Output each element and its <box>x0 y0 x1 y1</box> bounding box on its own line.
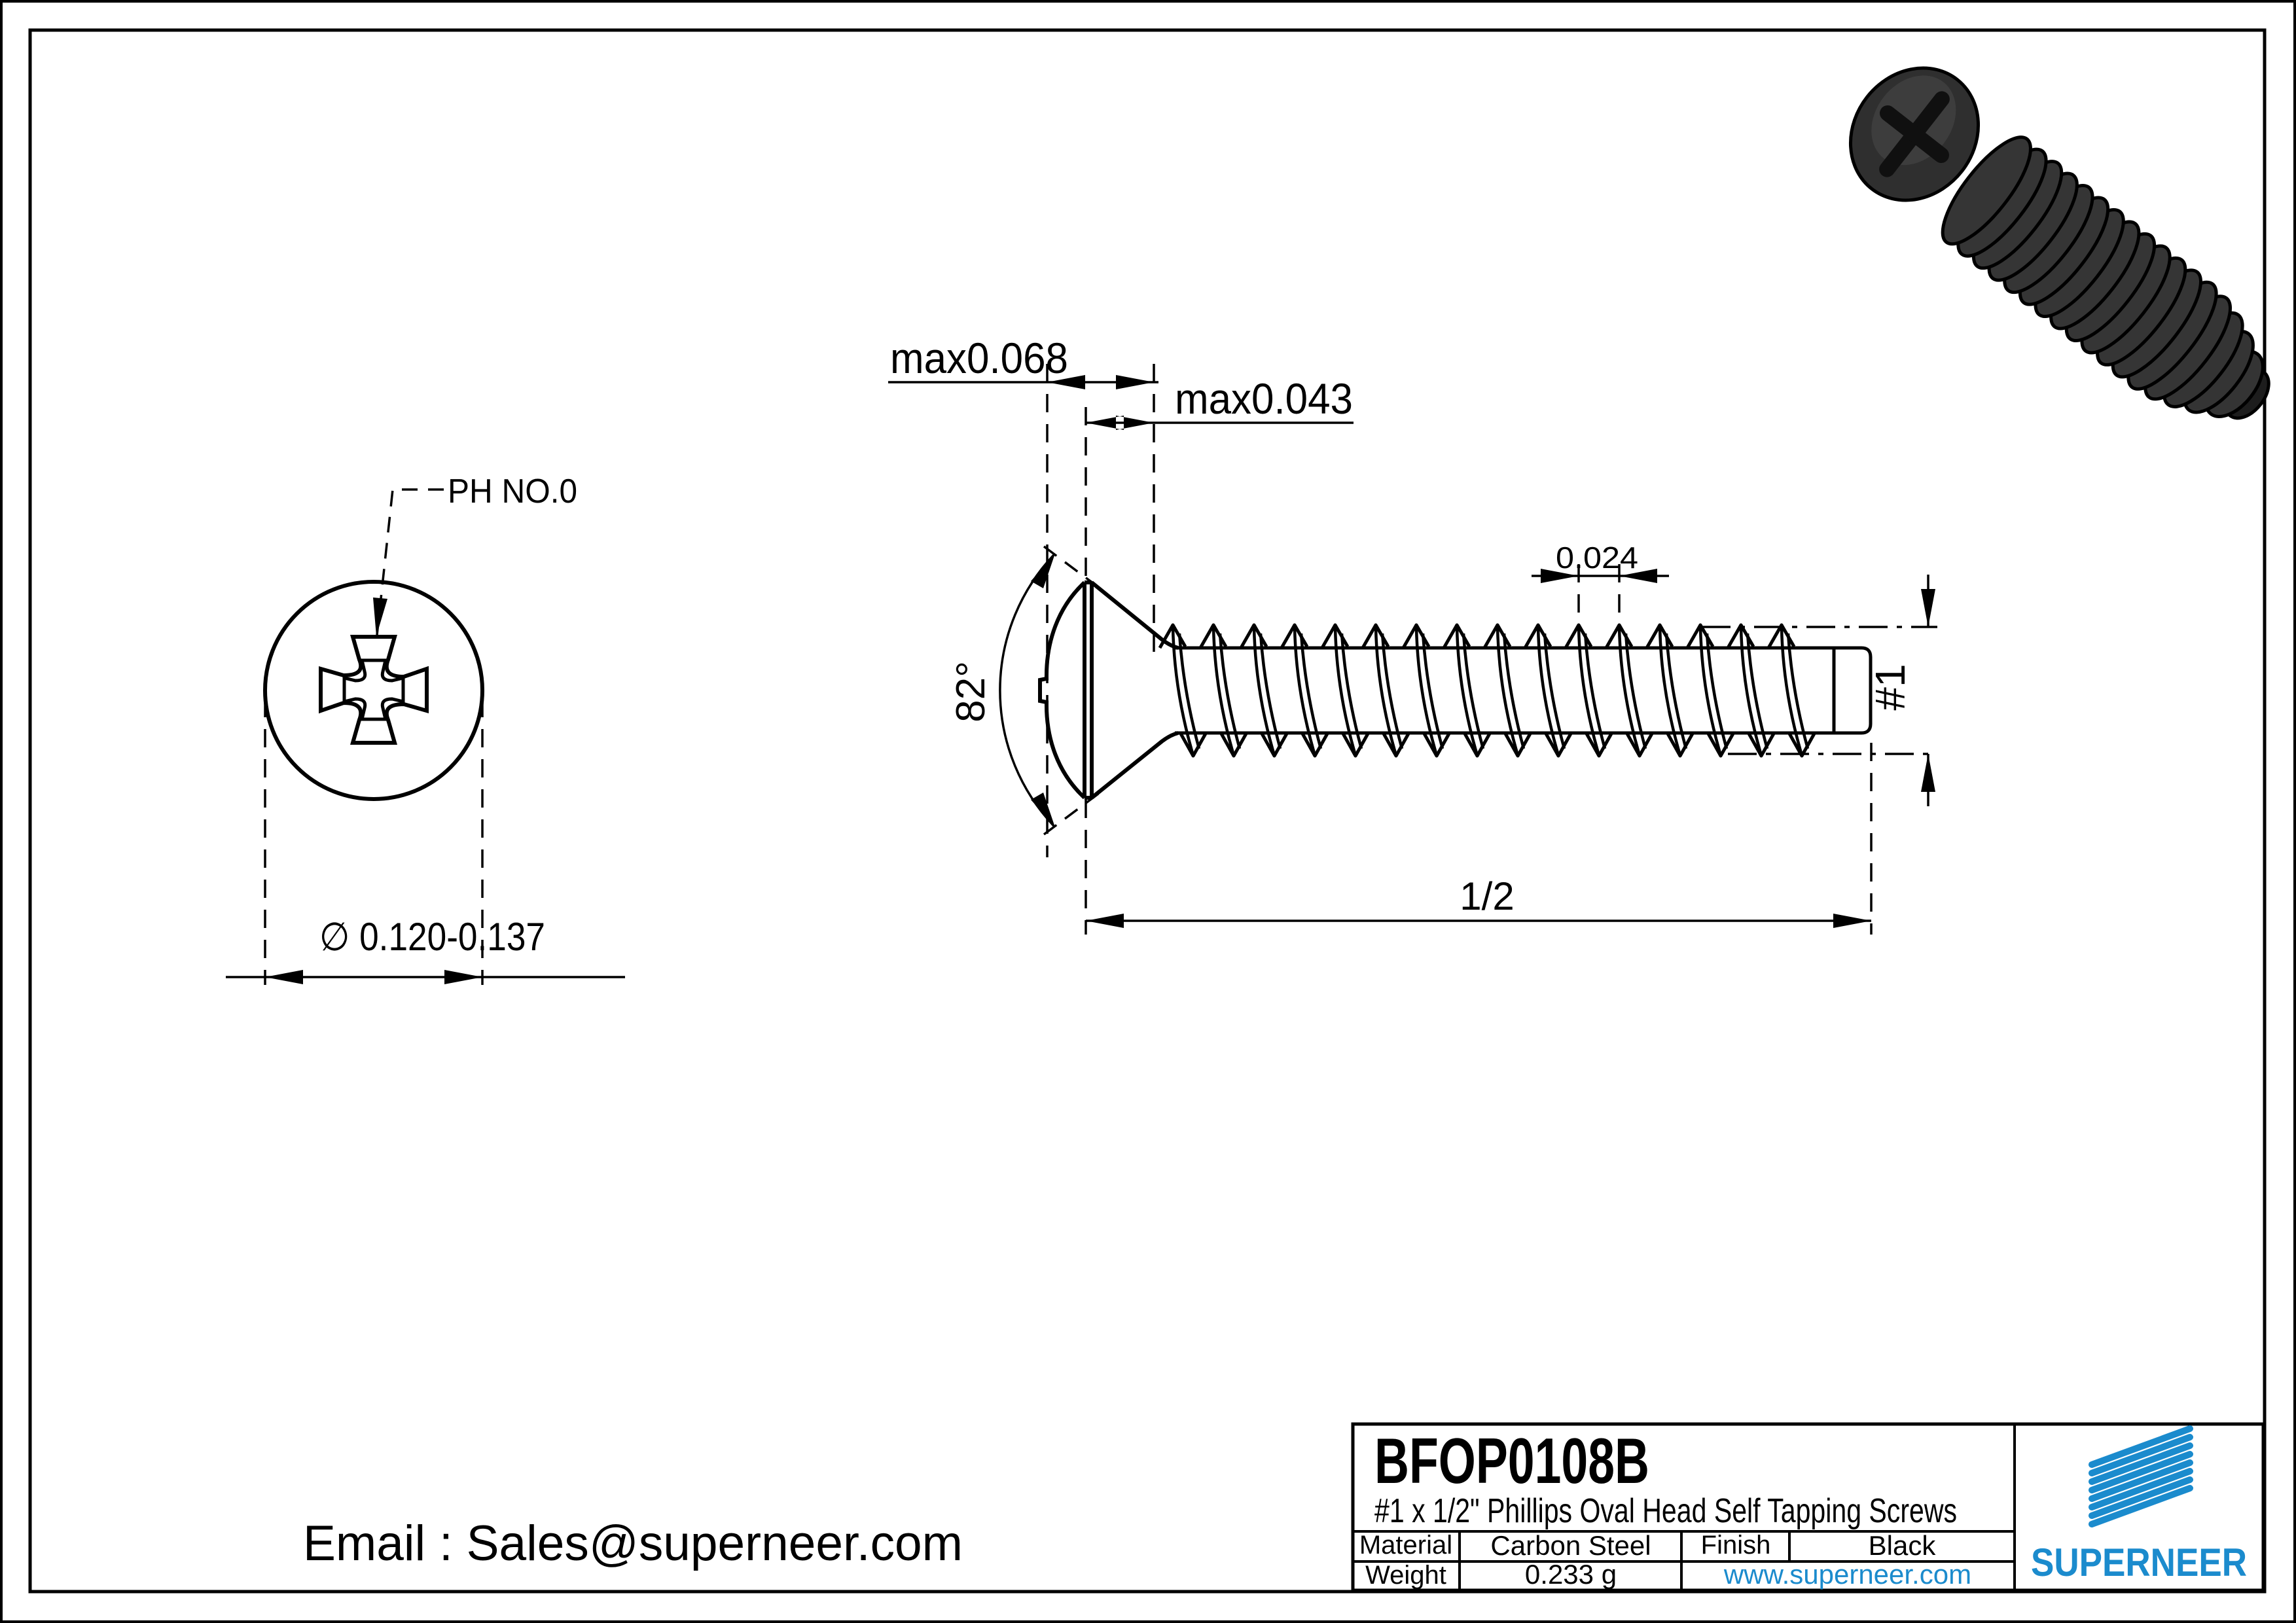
head-diameter-value: ∅ 0.120-0.137 <box>319 915 545 959</box>
part-title: #1 x 1/2" Phillips Oval Head Self Tappin… <box>1374 1492 1957 1530</box>
thread-helix-flanks <box>1171 626 1810 756</box>
diameter-extension-lines <box>264 699 484 985</box>
phillips-cross-inner <box>342 658 405 721</box>
contact-email: Email : Sales@superneer.com <box>303 1516 963 1571</box>
material-value: Carbon Steel <box>1490 1530 1651 1561</box>
head-outline-circle <box>263 580 484 801</box>
angle-arc-arrowheads <box>1031 554 1055 827</box>
thread-crests-top <box>1158 623 1796 649</box>
title-block-grid-lines <box>1353 1424 2016 1590</box>
head-cone <box>1090 580 1179 800</box>
weight-label: Weight <box>1365 1561 1446 1590</box>
drive-label: PH NO.0 <box>448 473 577 510</box>
shank-end-cap <box>1832 646 1873 735</box>
cone-height-arrowheads <box>1086 416 1154 430</box>
leader-arrowhead <box>373 597 387 636</box>
head-crown-profile <box>1038 580 1086 800</box>
angle-arc <box>999 554 1055 827</box>
weight-value: 0.233 g <box>1525 1559 1617 1590</box>
title-block-outline <box>1351 1422 2265 1592</box>
screw-size-arrowheads <box>1921 589 1935 792</box>
head-height-value: max0.068 <box>890 334 1068 382</box>
crest-envelope-lines <box>1702 626 1937 755</box>
screw-size-value: #1 <box>1867 664 1914 710</box>
head-flat-face <box>1083 580 1094 800</box>
thread-pitch-value: 0.024 <box>1556 541 1638 575</box>
brand-name: SUPERNEER <box>2031 1541 2247 1584</box>
brand-logo-stripes <box>2089 1425 2193 1527</box>
website-link[interactable]: www.superneer.com <box>1723 1559 1971 1590</box>
cone-height-value: max0.043 <box>1175 374 1353 423</box>
screw-3d-render <box>1848 66 2270 420</box>
phillips-cross-outer <box>319 635 429 745</box>
pitch-arrowheads <box>1541 569 1657 583</box>
angle-slope-extensions <box>1043 545 1100 836</box>
front-view: PH NO.0 ∅ 0.120-0.137 <box>226 473 625 985</box>
finish-value: Black <box>1869 1530 1937 1561</box>
thread-ring <box>1941 135 2032 246</box>
screw-length-value: 1/2 <box>1460 874 1514 918</box>
title-block: BFOP0108B #1 x 1/2" Phillips Oval Head S… <box>1351 1422 2265 1592</box>
finish-label: Finish <box>1701 1531 1771 1560</box>
head-angle-value: 82° <box>948 661 994 722</box>
part-number: BFOP0108B <box>1374 1425 1649 1497</box>
head-height-arrowheads <box>1047 375 1154 389</box>
thread-crests-bottom <box>1179 732 1816 758</box>
material-label: Material <box>1359 1531 1452 1560</box>
drive-leader-line <box>376 488 444 635</box>
phillips-cross-3d <box>1879 91 1950 177</box>
inner-drawing-frame <box>28 28 2267 1594</box>
side-view: max0.068 max0.043 0.024 82° #1 1/2 <box>888 334 1937 935</box>
extension-lines <box>1046 364 1873 935</box>
